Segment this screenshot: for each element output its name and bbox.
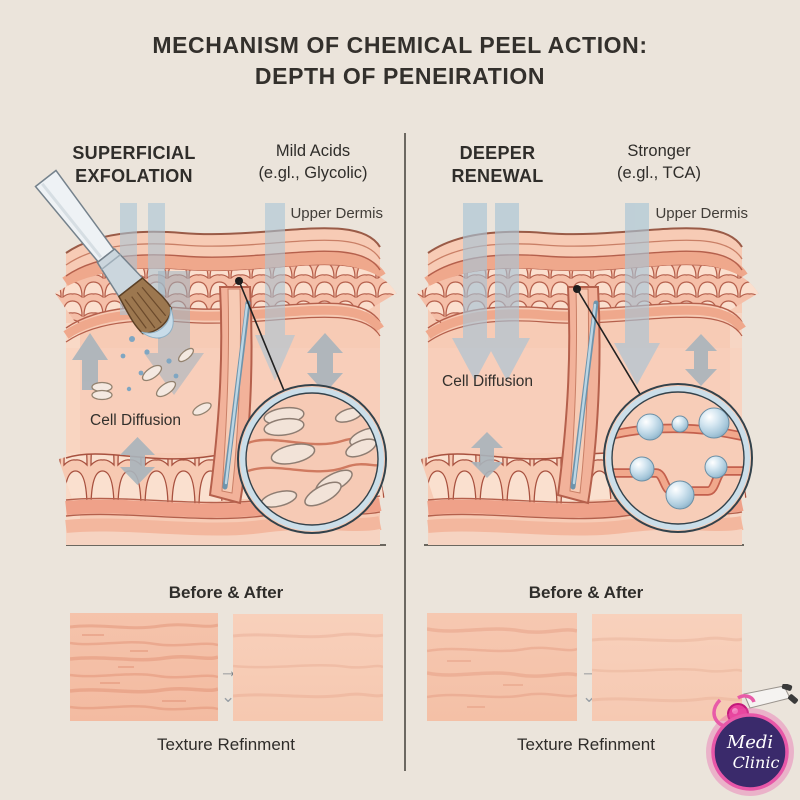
left-before-after-title: Before & After [168,583,284,602]
left-before-image [70,613,218,721]
left-magnifier [237,384,387,534]
down-arrow-icon [452,338,498,381]
shed-cells [91,347,212,416]
center-divider [404,133,406,771]
callout-line [576,288,644,400]
right-cell-diffusion-label: Cell Diffusion [442,373,534,390]
up-down-arrow-icon [685,334,717,386]
up-arrow-icon [72,333,108,390]
deep-arrow-shaft [463,203,487,338]
right-caption: Texture Refinment [517,735,655,754]
up-down-arrow-icon [471,432,503,478]
left-skin-diagram: Upper Dermis Cell Diffusion [34,169,397,546]
up-down-arrow-icon [120,437,155,485]
logo-text-line2: Clinic [733,753,780,772]
right-skin-diagram: Upper Dermis Cell Diffusion [417,203,759,546]
right-upper-dermis-label: Upper Dermis [655,205,748,222]
left-upper-dermis-label: Upper Dermis [290,205,383,222]
page-title-line2: DEPTH OF PENEIRATION [254,63,546,89]
clinic-logo: Medi Clinic [698,684,800,796]
right-before-image [427,613,577,721]
left-panel-agent: Mild Acids (e.gl., Glycolic) [258,142,368,182]
left-panel-heading: SUPERFICIAL EXFOLATION [72,143,196,186]
right-panel-heading: DEEPER RENEWAL [451,143,544,186]
page-title-line1: MECHANISM OF CHEMICAL PEEL ACTION: [152,32,648,58]
callout-line [238,280,286,394]
right-skin-illustration [417,203,759,546]
up-down-arrow-icon [307,333,343,393]
peel-brush [34,169,174,339]
left-caption: Texture Refinment [157,735,295,754]
logo-glow-ring [706,708,794,796]
right-panel-agent: Stronger (e.gl., TCA) [616,142,702,182]
down-arrow-icon [484,338,530,381]
left-transition-chevron-icon: ⌄ [221,687,236,706]
logo-text-line1: Medi [726,732,773,753]
left-after-image [233,614,383,721]
down-arrow-icon [255,335,295,381]
logo-circle [711,713,789,791]
left-cell-diffusion-label: Cell Diffusion [90,412,182,429]
down-arrow-icon [614,343,660,385]
right-before-after-title: Before & After [528,583,644,602]
right-magnifier [603,383,753,533]
left-skin-illustration [34,169,397,546]
